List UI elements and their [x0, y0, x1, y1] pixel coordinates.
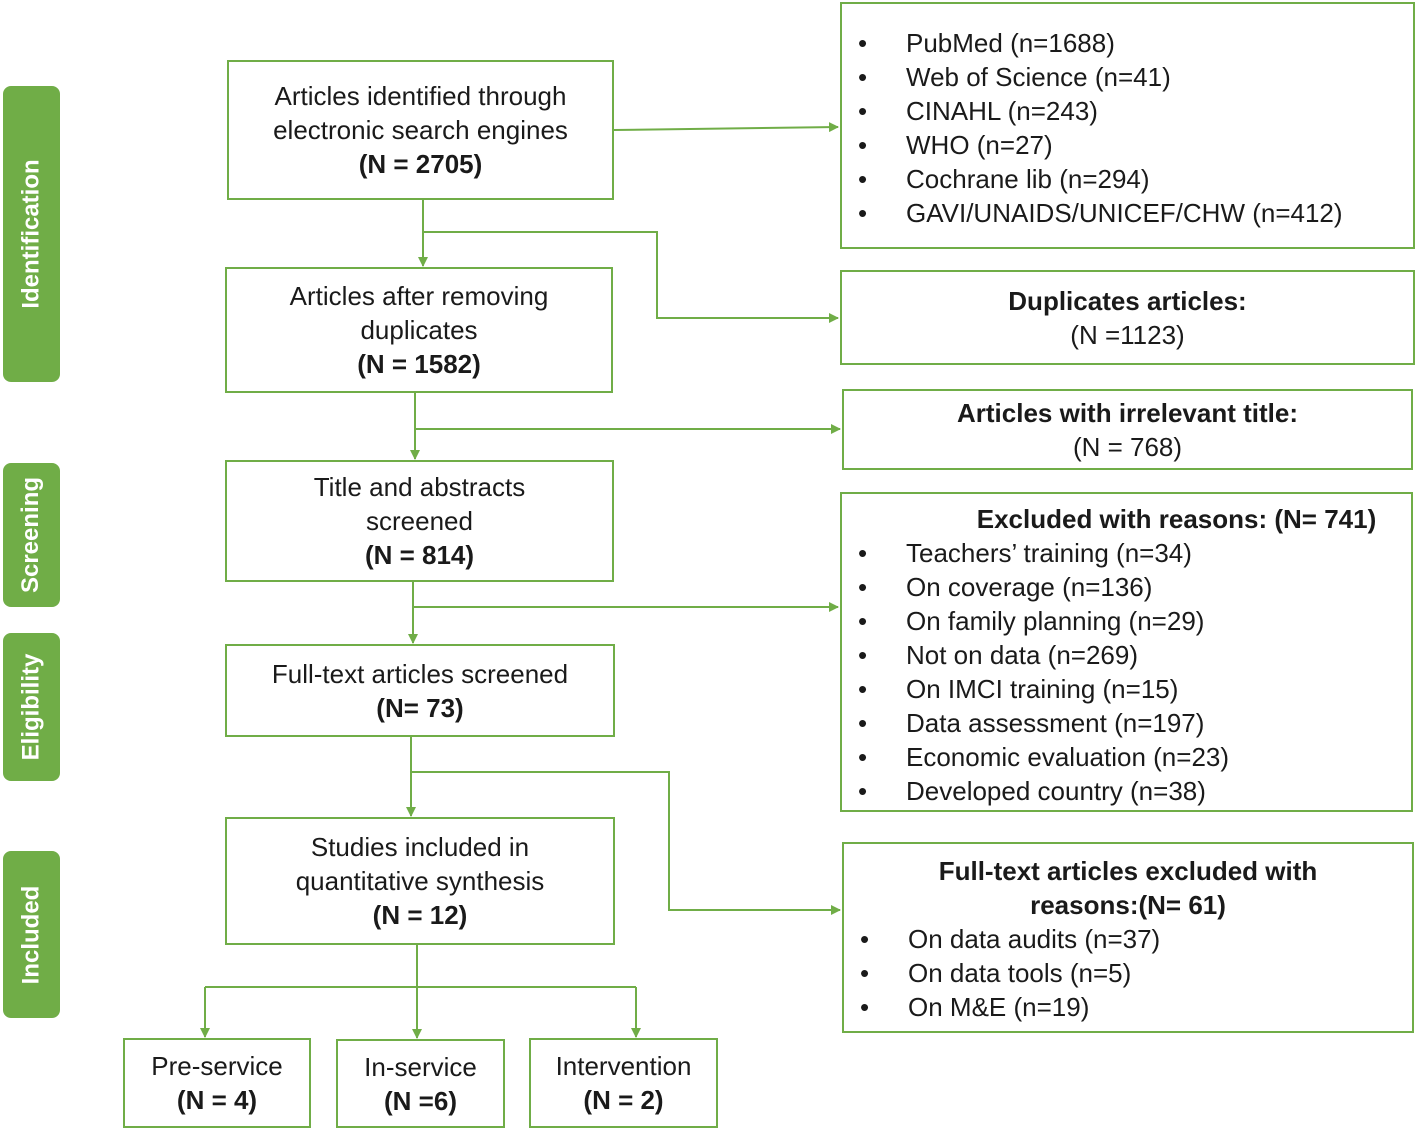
pre-service-count: (N = 4)	[176, 1085, 258, 1115]
excluded-item: Data assessment (n=197)	[842, 706, 1411, 740]
stage-screening: Screening	[3, 463, 60, 607]
excluded-item: Developed country (n=38)	[842, 774, 1411, 808]
title-abstracts-line2: screened	[366, 506, 473, 536]
in-service-box: In-service (N =6)	[336, 1039, 505, 1128]
title-abstracts-box: Title and abstracts screened (N = 814)	[225, 460, 614, 582]
source-item: GAVI/UNAIDS/UNICEF/CHW (n=412)	[842, 196, 1413, 230]
duplicates-box: Duplicates articles: (N =1123)	[840, 270, 1415, 365]
excluded-title: Excluded with reasons: (N= 741)	[976, 504, 1377, 534]
after-duplicates-count: (N = 1582)	[357, 349, 481, 379]
excluded-box: Excluded with reasons: (N= 741) Teachers…	[840, 492, 1413, 812]
intervention-label: Intervention	[555, 1051, 692, 1081]
fulltext-excluded-list: On data audits (n=37) On data tools (n=5…	[844, 922, 1412, 1024]
after-duplicates-box: Articles after removing duplicates (N = …	[225, 267, 613, 393]
stage-identification: Identification	[3, 86, 60, 382]
full-text-count: (N= 73)	[376, 692, 464, 723]
included-line2: quantitative synthesis	[295, 866, 545, 896]
in-service-label: In-service	[364, 1051, 477, 1082]
irrelevant-box: Articles with irrelevant title: (N = 768…	[842, 389, 1413, 470]
after-duplicates-line2: duplicates	[360, 315, 478, 345]
stage-included: Included	[3, 851, 60, 1018]
irrelevant-count: (N = 768)	[1072, 431, 1183, 462]
source-item: Web of Science (n=41)	[842, 60, 1413, 94]
stage-eligibility: Eligibility	[3, 633, 60, 781]
arrow-to-sources	[613, 122, 839, 133]
excluded-item: On IMCI training (n=15)	[842, 672, 1411, 706]
full-text-box: Full-text articles screened (N= 73)	[225, 644, 615, 737]
identified-count: (N = 2705)	[358, 149, 483, 179]
full-text-line1: Full-text articles screened	[271, 658, 569, 689]
identified-box: Articles identified through electronic s…	[227, 60, 614, 200]
fulltext-excluded-item: On data audits (n=37)	[844, 922, 1412, 956]
identified-line1: Articles identified through	[274, 81, 567, 111]
excluded-item: Not on data (n=269)	[842, 638, 1411, 672]
sources-list: PubMed (n=1688) Web of Science (n=41) CI…	[842, 26, 1413, 230]
excluded-item: On family planning (n=29)	[842, 604, 1411, 638]
pre-service-box: Pre-service (N = 4)	[123, 1038, 311, 1128]
sources-box: PubMed (n=1688) Web of Science (n=41) CI…	[840, 2, 1415, 249]
fulltext-excluded-item: On data tools (n=5)	[844, 956, 1412, 990]
stage-included-label: Included	[17, 885, 45, 984]
after-duplicates-line1: Articles after removing	[289, 281, 549, 311]
stage-screening-label: Screening	[17, 476, 45, 594]
pre-service-label: Pre-service	[151, 1051, 283, 1081]
irrelevant-title: Articles with irrelevant title:	[957, 397, 1298, 428]
duplicates-count: (N =1123)	[1070, 319, 1185, 350]
included-count: (N = 12)	[372, 900, 468, 930]
included-line1: Studies included in	[310, 832, 530, 862]
stage-identification-label: Identification	[17, 159, 45, 309]
excluded-item: Teachers’ training (n=34)	[842, 536, 1411, 570]
fulltext-excluded-item: On M&E (n=19)	[844, 990, 1412, 1024]
intervention-count: (N = 2)	[583, 1085, 664, 1115]
title-abstracts-line1: Title and abstracts	[313, 472, 526, 502]
duplicates-title: Duplicates articles:	[1008, 285, 1247, 316]
source-item: PubMed (n=1688)	[842, 26, 1413, 60]
identified-line2: electronic search engines	[273, 115, 568, 145]
stage-eligibility-label: Eligibility	[17, 653, 45, 761]
fulltext-excluded-title-line1: Full-text articles excluded with	[938, 856, 1318, 886]
source-item: WHO (n=27)	[842, 128, 1413, 162]
intervention-box: Intervention (N = 2)	[529, 1038, 718, 1128]
title-abstracts-count: (N = 814)	[364, 540, 475, 570]
excluded-item: On coverage (n=136)	[842, 570, 1411, 604]
fulltext-excluded-box: Full-text articles excluded with reasons…	[842, 842, 1414, 1033]
included-box: Studies included in quantitative synthes…	[225, 817, 615, 945]
source-item: CINAHL (n=243)	[842, 94, 1413, 128]
excluded-item: Economic evaluation (n=23)	[842, 740, 1411, 774]
fulltext-excluded-title-line2: reasons:(N= 61)	[1030, 890, 1226, 920]
in-service-count: (N =6)	[384, 1085, 457, 1116]
source-item: Cochrane lib (n=294)	[842, 162, 1413, 196]
excluded-list: Teachers’ training (n=34) On coverage (n…	[842, 536, 1411, 808]
